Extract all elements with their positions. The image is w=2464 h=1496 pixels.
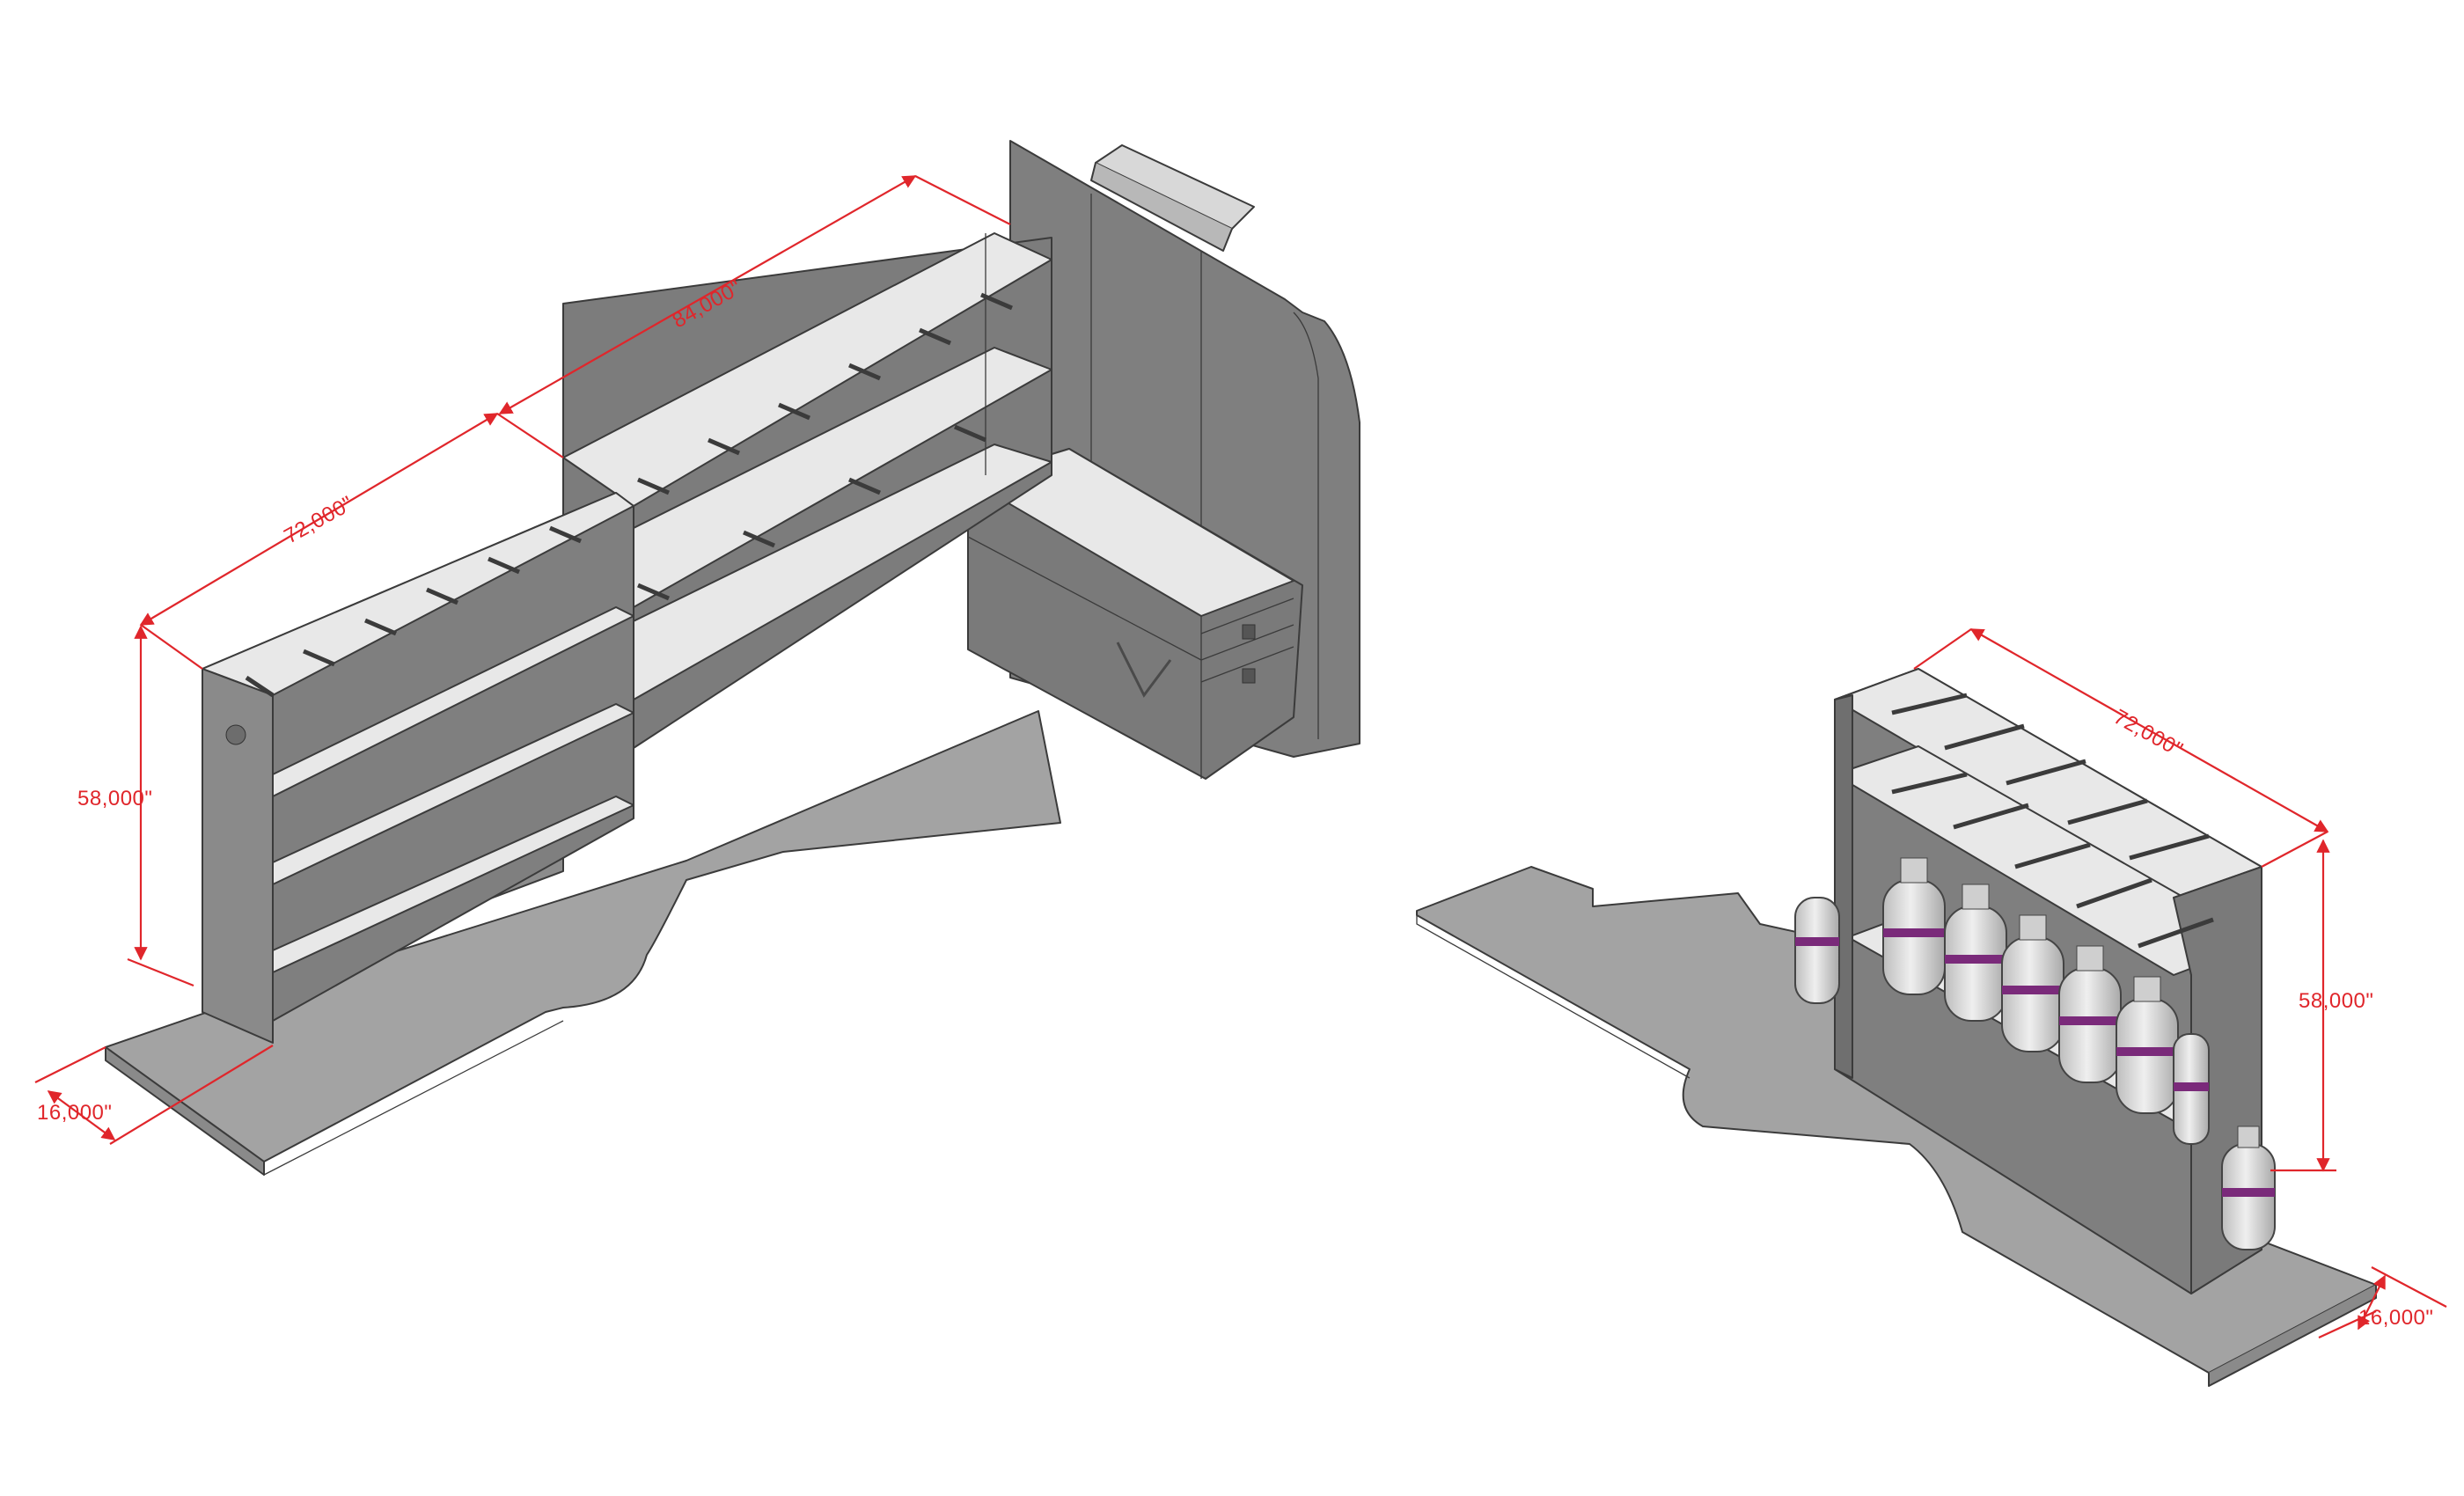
propane-tank bbox=[2221, 1126, 2276, 1250]
left-width-front-label: 72,000" bbox=[280, 492, 357, 549]
left-depth-label: 16,000" bbox=[37, 1101, 112, 1125]
right-height-label: 58,000" bbox=[2299, 989, 2373, 1013]
propane-tank bbox=[2116, 976, 2179, 1114]
right-width-label: 72,000" bbox=[2109, 705, 2187, 762]
propane-tank bbox=[2173, 1033, 2210, 1145]
left-assembly: 84,000" 72,000" 58,000" 16,000" bbox=[34, 140, 1360, 1177]
propane-tank bbox=[1882, 857, 1946, 995]
propane-tanks bbox=[1794, 857, 2276, 1250]
propane-tank bbox=[2058, 945, 2122, 1083]
right-depth-label: 16,000" bbox=[2358, 1306, 2433, 1330]
left-height-label: 58,000" bbox=[77, 787, 152, 810]
propane-tank bbox=[1794, 897, 1840, 1004]
left-floor bbox=[105, 710, 1061, 1162]
right-assembly: 72,000" 58,000" 16,000" bbox=[1416, 628, 2447, 1387]
propane-tank bbox=[2001, 914, 2064, 1052]
